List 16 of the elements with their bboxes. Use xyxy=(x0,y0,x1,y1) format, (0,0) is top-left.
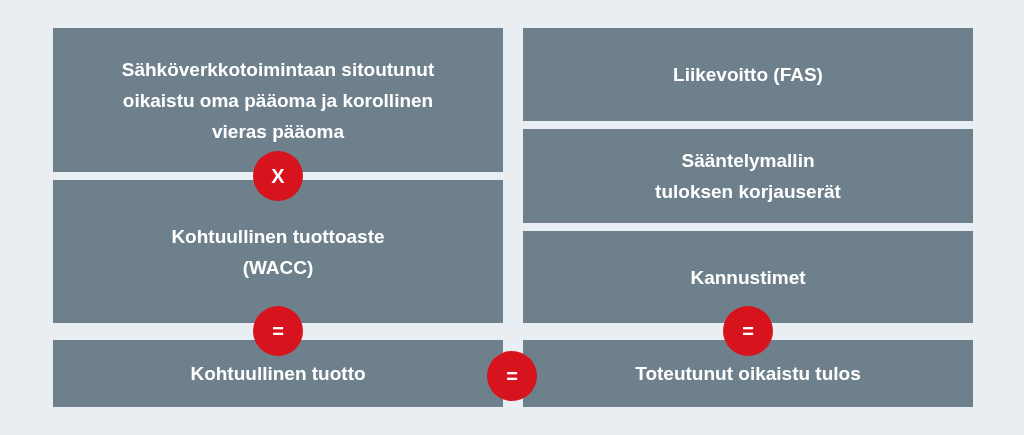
operator-sign: = xyxy=(272,320,284,342)
term-panel xyxy=(523,129,973,223)
term-panel xyxy=(523,28,973,121)
term-label: Kannustimet xyxy=(690,265,806,290)
operator-sign: = xyxy=(742,320,754,342)
operator-sign: X xyxy=(271,165,285,187)
term-label: Toteutunut oikaistu tulos xyxy=(635,362,861,386)
term-panel xyxy=(523,340,973,407)
operator-sign: = xyxy=(506,365,518,387)
term-label: Sähköverkkotoimintaan sitoutunut oikaistu oma pääoma ja korollinen vieras pääoma xyxy=(120,57,436,144)
term-label: Kohtuullinen tuotto xyxy=(190,362,366,386)
term-label: Kohtuullinen tuottoaste (WACC) xyxy=(170,224,386,280)
term-label: Sääntelymallin tuloksen korjauserät xyxy=(654,149,842,204)
term-panel xyxy=(53,340,503,407)
term-label: Liikevoitto (FAS) xyxy=(673,63,823,87)
term-panel xyxy=(523,231,973,323)
